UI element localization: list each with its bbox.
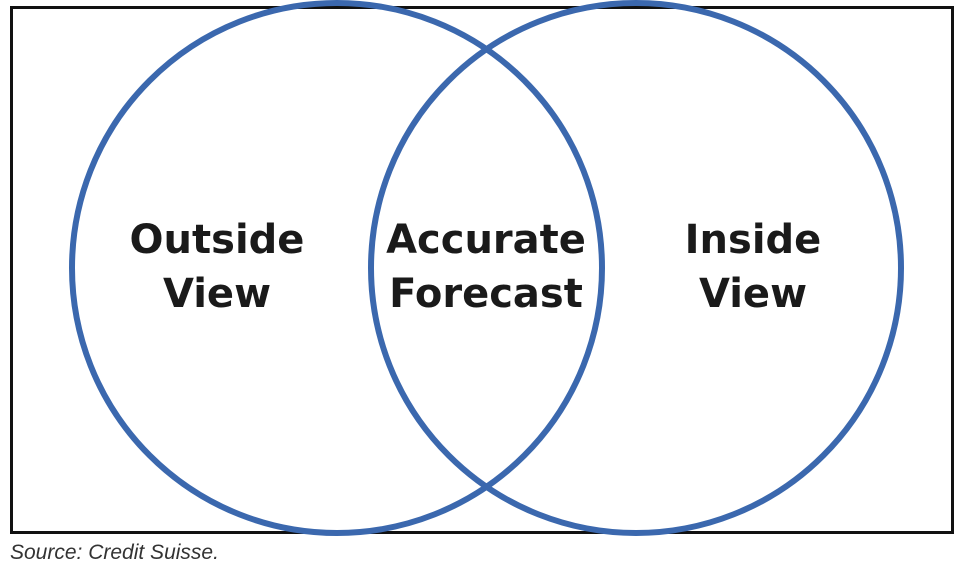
outside-view-label: Outside View: [117, 213, 317, 321]
outside-view-label-line2: View: [162, 271, 272, 317]
inside-view-circle: [368, 0, 904, 536]
inside-view-label: Inside View: [653, 213, 853, 321]
source-note: Source: Credit Suisse.: [10, 541, 219, 564]
accurate-forecast-label-line2: Forecast: [389, 271, 583, 317]
outside-view-circle: [69, 0, 605, 536]
inside-view-label-line1: Inside: [684, 217, 822, 263]
inside-view-label-line2: View: [698, 271, 808, 317]
outside-view-label-line1: Outside: [129, 217, 305, 263]
accurate-forecast-label-line1: Accurate: [386, 217, 586, 263]
accurate-forecast-label: Accurate Forecast: [376, 213, 596, 321]
diagram-frame: [10, 6, 954, 534]
